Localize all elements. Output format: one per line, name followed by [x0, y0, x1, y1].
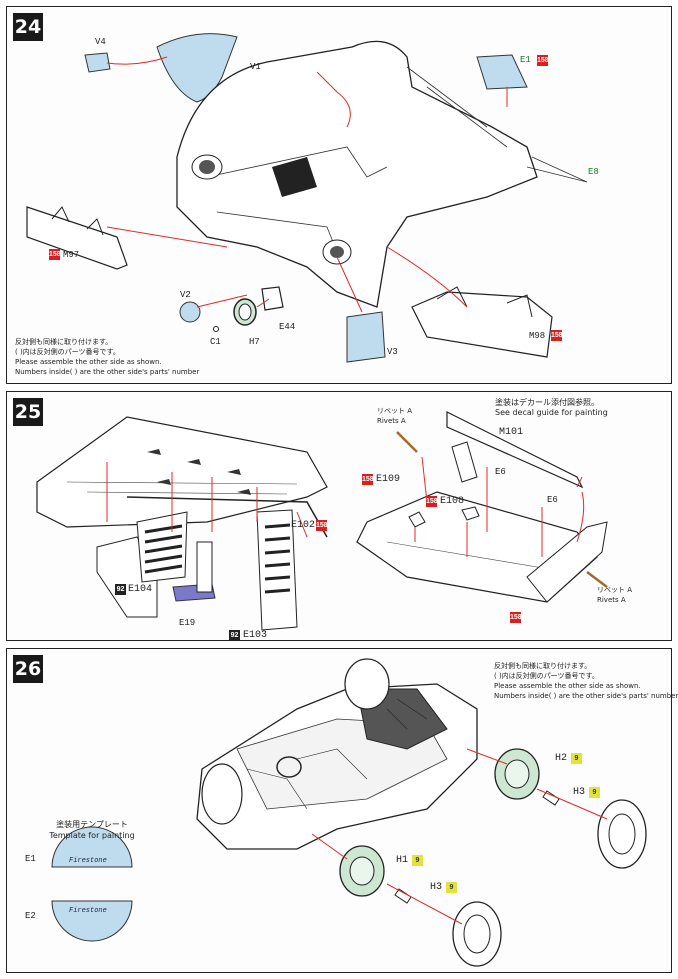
step-number: 26 — [13, 655, 43, 683]
label-e6-lower: E6 — [547, 495, 558, 505]
painting-note: 塗装はデカール添付図参照。 See decal guide for painti… — [495, 398, 608, 417]
decal-badge-bottom: 158 — [510, 612, 522, 623]
label-e1: E1 — [520, 55, 531, 65]
label-e104: E104 — [128, 584, 153, 595]
label-h7: H7 — [249, 337, 260, 347]
template-label-e2: E2 — [25, 911, 36, 921]
decal-badge-m97: 158 — [49, 249, 61, 260]
rear-deck — [36, 416, 328, 528]
part-m98 — [411, 291, 553, 358]
label-e108: E108 — [440, 496, 465, 507]
label-v2: V2 — [180, 290, 191, 300]
label-e6-upper: E6 — [495, 467, 506, 477]
label-v3: V3 — [387, 347, 398, 357]
template-tire-text-e1: Firestone — [69, 857, 107, 865]
template-label-e1: E1 — [25, 854, 36, 864]
decal-badge-h1: 9 — [412, 855, 423, 866]
decal-badge-e1: 158 — [537, 55, 549, 66]
label-h2: H2 — [555, 753, 568, 764]
template-tire-text-e2: Firestone — [69, 907, 107, 915]
decal-badge-m98: 158 — [551, 330, 563, 341]
decal-badge-e104: 92 — [115, 584, 126, 595]
body-shell — [176, 40, 538, 308]
grille-e104 — [136, 511, 188, 583]
label-v1: V1 — [250, 62, 261, 72]
decal-badge-h3-front: 9 — [446, 882, 457, 893]
step-number: 24 — [13, 13, 43, 41]
decal-badge-e103: 92 — [229, 630, 240, 641]
label-h3-rear: H3 — [573, 787, 586, 798]
label-e44: E44 — [279, 322, 296, 332]
step-24-drawing — [26, 33, 588, 363]
step-number: 25 — [13, 398, 43, 426]
label-e103: E103 — [243, 630, 268, 641]
step-26-drawing — [51, 658, 647, 967]
lens-v2 — [179, 301, 201, 323]
label-e109: E109 — [376, 474, 401, 485]
label-e19: E19 — [179, 618, 196, 628]
window-v3 — [346, 311, 386, 363]
label-e8: E8 — [588, 167, 599, 177]
label-m101: M101 — [499, 427, 524, 438]
window-v4 — [84, 52, 111, 73]
step-24-panel: 24 — [6, 6, 672, 384]
assembly-note: 反対側も同様に取り付けます。 ( )内は反対側のパーツ番号です。 Please … — [494, 662, 678, 700]
step-26-panel: 26 反対側も同様に取り付けます。 ( )内は反対側のパー — [6, 648, 678, 973]
label-e102: E102 — [291, 520, 316, 531]
label-m97: M97 — [63, 250, 80, 260]
decal-badge-h3-rear: 9 — [589, 787, 600, 798]
decal-badge-h2: 9 — [571, 753, 582, 764]
rivets-label-top: リベット A Rivets A — [377, 407, 413, 425]
step-25-drawing — [36, 411, 608, 631]
assembly-note: 反対側も同様に取り付けます。 ( )内は反対側のパーツ番号です。 Please … — [15, 338, 200, 376]
label-v4: V4 — [95, 37, 106, 47]
panel-e1 — [476, 54, 528, 90]
decal-badge-e109: 158 — [362, 474, 374, 485]
decal-badge-e108: 158 — [426, 496, 438, 507]
part-e44 — [261, 286, 284, 311]
label-h1: H1 — [396, 855, 409, 866]
label-h3-front: H3 — [430, 882, 443, 893]
template-e2 — [51, 900, 133, 942]
rivets-label-right: リベット A Rivets A — [597, 586, 633, 604]
decal-badge-e102: 158 — [316, 520, 328, 531]
label-c1: C1 — [210, 337, 221, 347]
label-m98: M98 — [529, 331, 546, 341]
rear-wing-m101 — [446, 411, 584, 489]
template-title: 塗装用テンプレート Template for painting — [49, 820, 135, 840]
template-e1 — [51, 826, 133, 868]
step-25-panel: 25 E102 158 92 E104 E19 92 E1 — [6, 391, 672, 641]
